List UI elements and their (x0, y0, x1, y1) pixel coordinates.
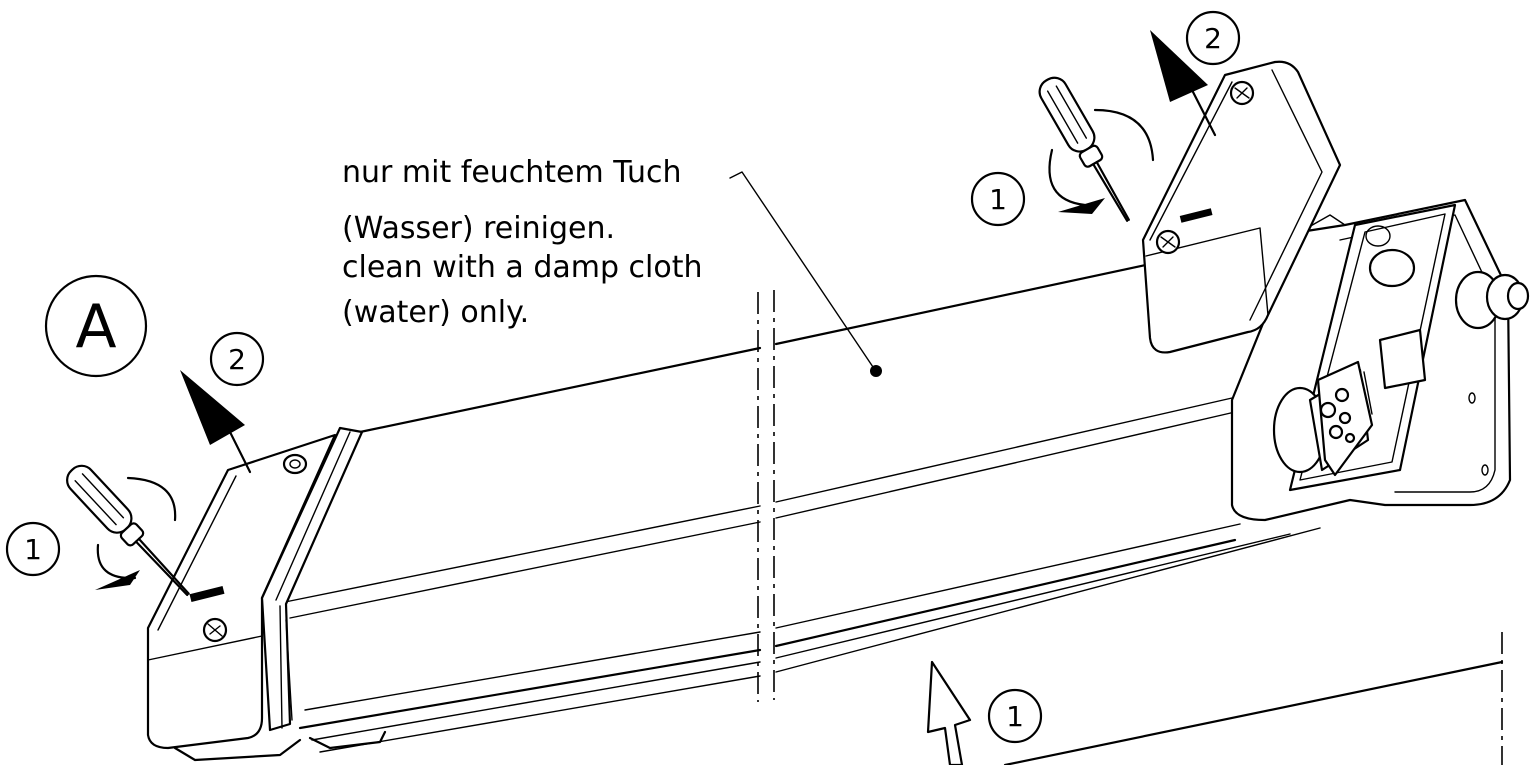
logo-mark-right (1179, 208, 1213, 223)
logo-mark-left (189, 586, 225, 602)
break-lines (757, 290, 775, 702)
rotation-arrow-right (1093, 108, 1155, 162)
svg-text:1: 1 (24, 533, 42, 566)
left-end-cap (146, 426, 387, 762)
svg-text:2: 2 (1204, 22, 1222, 55)
rotation-arrow-left (126, 476, 177, 522)
step-1-left: 1 (5, 521, 61, 577)
screwdriver-left (66, 464, 190, 597)
step-1-bottom: 1 (987, 688, 1043, 744)
step-2-left: 2 (209, 331, 265, 387)
view-label-a: A (44, 274, 148, 378)
svg-text:2: 2 (228, 343, 246, 376)
insert-arrow-bottom (926, 660, 972, 765)
view-letter: A (75, 292, 116, 362)
luminaire-body (284, 230, 1321, 753)
right-end-cap (1141, 60, 1530, 522)
lift-arrow-right (1150, 30, 1217, 137)
note-line-4: (water) only. (342, 295, 529, 330)
screwdriver-right (1038, 76, 1155, 222)
note-line-2: (Wasser) reinigen. (342, 211, 615, 246)
note-line-1: nur mit feuchtem Tuch (342, 155, 682, 190)
lift-arrow-left (180, 370, 252, 474)
diffuser-fragment (1003, 632, 1504, 765)
svg-text:1: 1 (989, 183, 1007, 216)
svg-text:1: 1 (1006, 700, 1024, 733)
note-line-3: clean with a damp cloth (342, 250, 703, 285)
cleaning-note: nur mit feuchtem Tuch (Wasser) reinigen.… (342, 155, 703, 330)
note-leader (729, 171, 882, 377)
step-1-right: 1 (970, 171, 1026, 227)
step-2-right: 2 (1185, 10, 1241, 66)
